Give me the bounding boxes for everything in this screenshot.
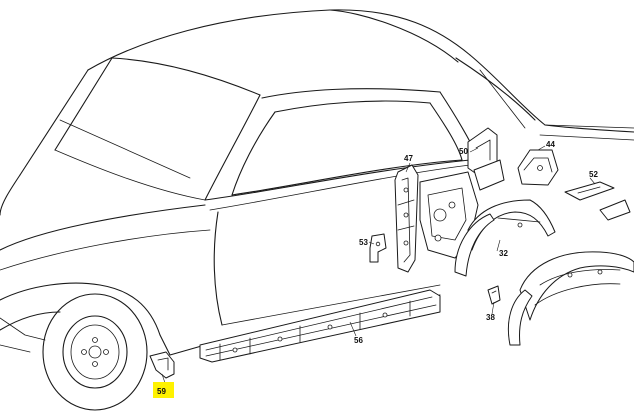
callout-56: 56 — [354, 336, 363, 345]
callout-47: 47 — [404, 154, 413, 163]
callout-59-highlight — [153, 382, 174, 398]
part-53-clip — [369, 233, 387, 263]
part-44-bracket — [517, 149, 559, 186]
callout-59: 59 — [157, 387, 166, 396]
callout-44: 44 — [546, 140, 555, 149]
front-wheel — [42, 293, 148, 411]
part-50-bracket — [467, 127, 505, 191]
part-rear-wheel-arch-outer — [507, 251, 634, 346]
callout-53: 53 — [359, 238, 368, 247]
part-52-plate — [564, 181, 631, 221]
callout-52: 52 — [589, 170, 598, 179]
car-body-outline — [0, 9, 634, 356]
callout-32: 32 — [499, 249, 508, 258]
callout-50: 50 — [459, 147, 468, 156]
part-38-bracket — [487, 285, 501, 305]
leader-lines — [161, 145, 596, 384]
part-quarter-inner-panel — [419, 171, 479, 259]
part-47-pillar — [394, 164, 419, 273]
callout-38: 38 — [486, 313, 495, 322]
part-56-rocker-panel — [199, 289, 441, 363]
part-32-wheel-arch — [454, 199, 556, 277]
part-59-bracket — [149, 351, 175, 379]
